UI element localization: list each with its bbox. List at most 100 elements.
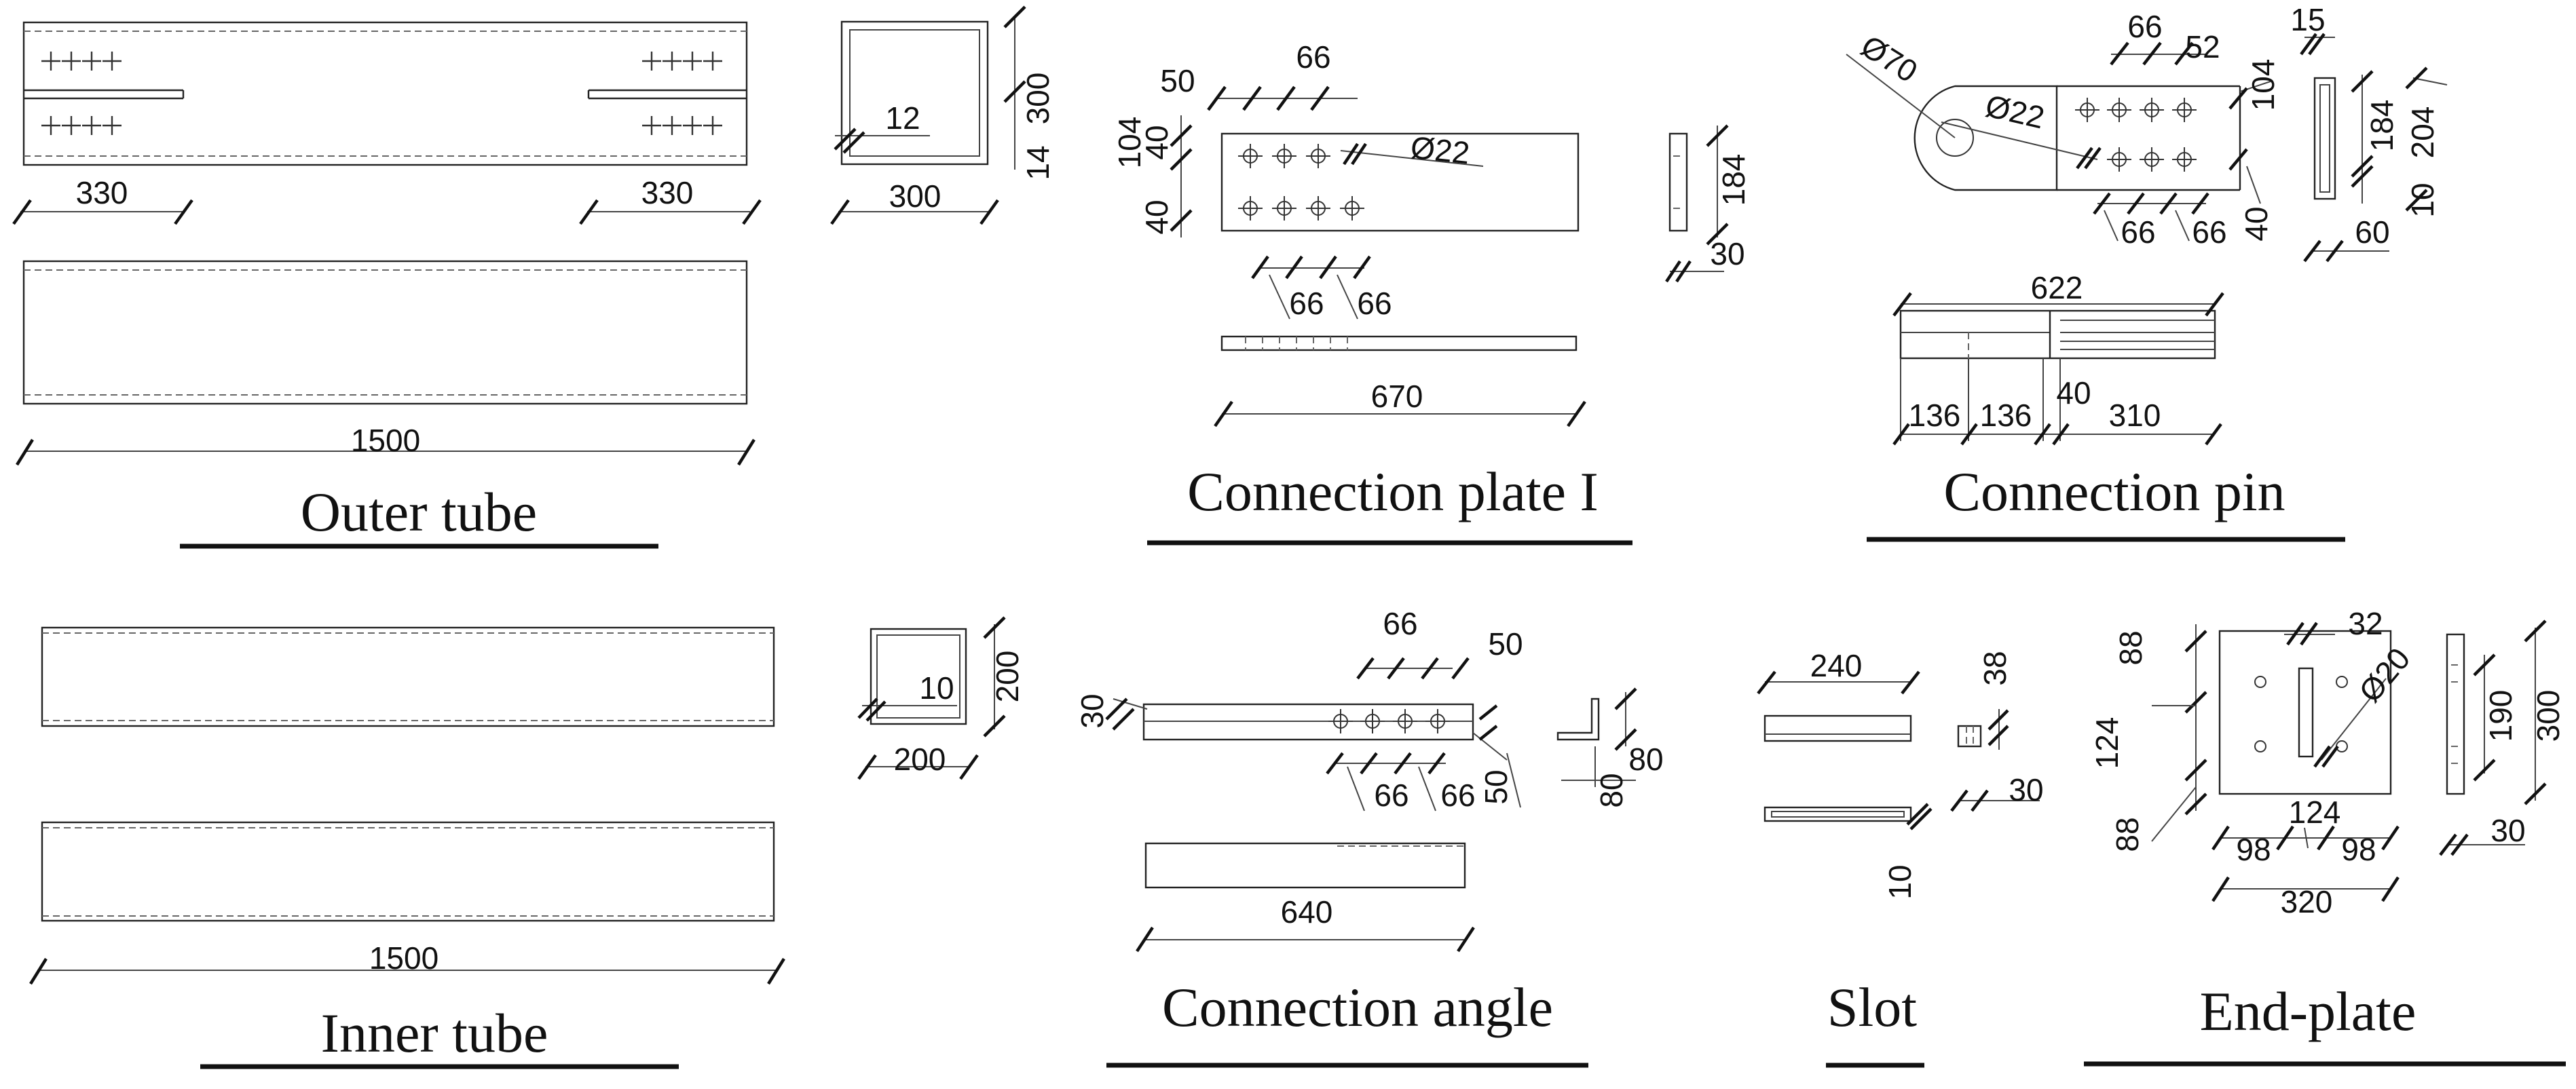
dim-pin-10: 10	[2405, 183, 2440, 217]
dim-plate-50: 50	[1160, 63, 1195, 98]
connection-pin-holes	[2074, 97, 2197, 172]
dim-pin-66-b1: 66	[2121, 214, 2155, 250]
dim-plate-40-a: 40	[1139, 125, 1174, 159]
end-plate-side-view	[2446, 633, 2465, 795]
dim-outer-330-left: 330	[76, 175, 128, 210]
dim-pin-136-a: 136	[1909, 398, 1961, 433]
dim-plate-104: 104	[1112, 117, 1147, 169]
dim-outer-sec-300-w: 300	[889, 178, 941, 214]
connection-plate-holes	[1237, 143, 1365, 221]
connection-plate-front-view	[1220, 132, 1580, 232]
title-outer-tube: Outer tube	[301, 481, 537, 543]
inner-tube-section	[870, 628, 967, 725]
end-plate-front-view	[2218, 630, 2392, 795]
dim-plate-66-b2: 66	[1357, 286, 1392, 321]
inner-tube-top-view	[41, 626, 775, 727]
connection-pin-front-view	[1914, 85, 2058, 191]
dim-pin-622: 622	[2031, 270, 2083, 305]
dim-pin-66-b2: 66	[2192, 214, 2226, 250]
connection-pin-side-view	[2313, 77, 2336, 200]
dim-angle-66-b1: 66	[1374, 778, 1408, 813]
dim-outer-sec-14: 14	[1020, 145, 1056, 180]
title-connection-plate: Connection plate I	[1187, 461, 1599, 522]
dim-end-320: 320	[2281, 884, 2333, 919]
dim-pin-40: 40	[2239, 206, 2274, 241]
dim-end-32: 32	[2348, 606, 2383, 641]
dim-inner-1500: 1500	[369, 940, 438, 976]
outer-tube-top-view	[22, 21, 748, 166]
dim-slot-38: 38	[1977, 651, 2013, 685]
dim-end-300: 300	[2531, 690, 2566, 742]
connection-plate-group: 50 66 104 40 40 Ø22 66 66	[1112, 39, 1751, 546]
dim-outer-sec-300-h: 300	[1020, 73, 1056, 125]
dim-outer-330-right: 330	[641, 175, 694, 210]
dim-end-98-a: 98	[2236, 832, 2271, 867]
dim-angle-50-top: 50	[1488, 626, 1523, 662]
dim-end-88-b: 88	[2110, 817, 2145, 852]
inner-tube-group: 1500 10 200 200 Inner tube	[29, 616, 1025, 1069]
dim-plate-30: 30	[1710, 236, 1744, 271]
connection-angle-group: 66 50 30 66 66 50 80 80 640 C	[1075, 606, 1664, 1068]
outer-bolt-group-left	[40, 50, 123, 136]
dim-pin-60: 60	[2355, 214, 2389, 250]
dim-end-124-v: 124	[2089, 717, 2125, 769]
dim-angle-640: 640	[1281, 894, 1333, 930]
slot-plan-view	[1763, 806, 1912, 822]
outer-bolt-group-right	[641, 50, 724, 136]
dim-outer-sec-12: 12	[885, 100, 920, 136]
end-plate-slot	[2298, 667, 2314, 758]
dim-angle-30: 30	[1075, 693, 1110, 728]
title-connection-pin: Connection pin	[1943, 461, 2285, 522]
dim-pin-15: 15	[2290, 2, 2325, 37]
dim-pin-104: 104	[2245, 59, 2281, 111]
dim-end-d20: Ø20	[2352, 641, 2417, 709]
connection-plate-plan-view	[1220, 335, 1578, 351]
dim-plate-d22: Ø22	[1409, 130, 1472, 171]
dim-pin-66-top: 66	[2127, 9, 2162, 44]
title-inner-tube: Inner tube	[321, 1002, 548, 1064]
dim-plate-66-top: 66	[1296, 39, 1330, 75]
outer-tube-side-view	[22, 260, 748, 405]
dim-end-30: 30	[2490, 813, 2525, 848]
dim-pin-40-b: 40	[2056, 375, 2091, 410]
dim-inner-sec-10: 10	[919, 670, 954, 706]
dim-end-124-h: 124	[2289, 795, 2341, 830]
title-end-plate: End-plate	[2200, 980, 2416, 1042]
dim-end-88-a: 88	[2113, 630, 2148, 665]
dim-plate-670: 670	[1371, 379, 1423, 414]
dim-pin-184: 184	[2364, 100, 2400, 152]
connection-pin-group: Ø70 Ø22 66 52 104 40 66 66 15	[1846, 2, 2448, 542]
slot-side-view	[1957, 725, 1982, 748]
slot-front-view	[1763, 714, 1912, 742]
outer-tube-section	[840, 20, 989, 166]
dim-end-190: 190	[2483, 690, 2518, 742]
dim-pin-d70: Ø70	[1855, 28, 1924, 89]
connection-plate-side-view	[1668, 132, 1688, 232]
dim-angle-80-a: 80	[1628, 742, 1663, 777]
dim-inner-sec-200-w: 200	[894, 742, 946, 777]
title-connection-angle: Connection angle	[1162, 976, 1553, 1038]
dim-plate-40-b: 40	[1139, 199, 1174, 234]
dim-slot-30: 30	[2009, 772, 2043, 807]
dim-outer-1500: 1500	[351, 423, 420, 458]
dim-pin-204: 204	[2405, 107, 2440, 159]
connection-angle-section	[1556, 698, 1600, 741]
dim-end-98-b: 98	[2341, 832, 2376, 867]
connection-angle-plan-view	[1144, 842, 1466, 889]
dim-plate-66-b1: 66	[1289, 286, 1324, 321]
title-slot: Slot	[1827, 976, 1917, 1038]
dim-pin-52: 52	[2185, 29, 2220, 64]
dim-angle-80-b: 80	[1594, 773, 1629, 807]
inner-tube-side-view	[41, 821, 775, 922]
dim-angle-66-b2: 66	[1440, 778, 1475, 813]
connection-pin-plan-view	[1899, 309, 2216, 360]
dim-pin-136-b: 136	[1980, 398, 2032, 433]
slot-group: 240 10 38 30 Slot	[1757, 648, 2044, 1068]
dim-angle-50-side: 50	[1478, 769, 1514, 804]
dim-inner-sec-200-h: 200	[990, 651, 1025, 703]
dim-slot-10: 10	[1882, 864, 1918, 899]
end-plate-group: 32 Ø20 88 124 88 124 98 98 320	[2084, 606, 2566, 1067]
dim-plate-184: 184	[1716, 154, 1751, 206]
dim-pin-d22: Ø22	[1982, 88, 2047, 135]
